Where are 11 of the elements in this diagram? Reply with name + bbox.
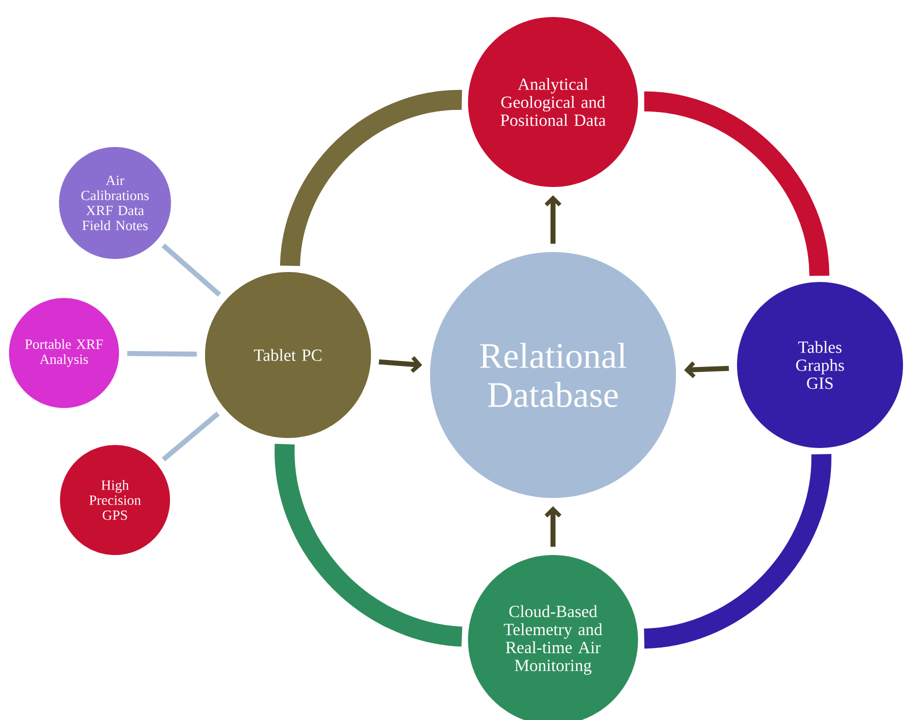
arrow bbox=[544, 195, 562, 244]
ring-arc bbox=[274, 444, 463, 647]
arrow bbox=[684, 361, 729, 378]
ring-arc bbox=[280, 90, 462, 267]
ring-arc bbox=[644, 91, 830, 277]
ring-arc bbox=[643, 454, 832, 649]
connector-line bbox=[162, 412, 220, 462]
arrow bbox=[378, 356, 422, 373]
connector-line bbox=[127, 351, 197, 357]
connector-line bbox=[162, 243, 222, 297]
arrow bbox=[544, 506, 562, 547]
